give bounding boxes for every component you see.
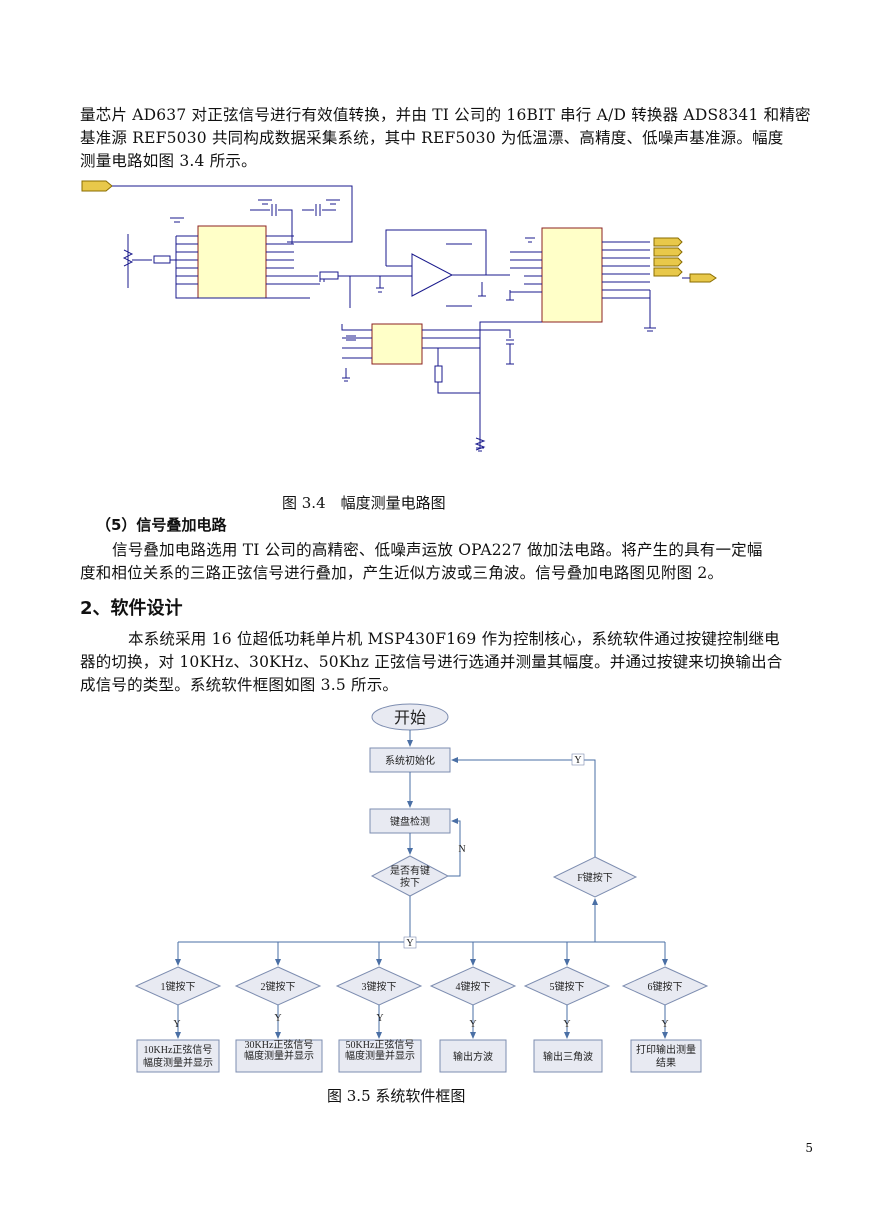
- f-key-decision: [552, 856, 638, 898]
- text-line: 基准源 REF5030 共同构成数据采集系统，其中 REF5030 为低温漂、高…: [80, 129, 784, 147]
- out5-box: [533, 1039, 603, 1073]
- out4-box: [439, 1039, 507, 1073]
- out6-label: 结果: [656, 1056, 676, 1069]
- out1-label: 幅度测量并显示: [143, 1056, 213, 1069]
- yes-label: Y: [469, 1019, 476, 1030]
- out3-box: [338, 1039, 422, 1073]
- yes-label: Y: [406, 938, 413, 949]
- start-label: 开始: [394, 709, 426, 727]
- yes-label: Y: [376, 1013, 383, 1024]
- out4-label: 输出方波: [453, 1050, 493, 1063]
- out6-label: 打印输出测量: [636, 1043, 696, 1056]
- out5-label: 输出三角波: [543, 1050, 593, 1063]
- f-key-label: F键按下: [577, 871, 613, 884]
- figure-caption-3-4: 图 3.4 幅度测量电路图: [282, 494, 446, 512]
- scan-box: [369, 808, 451, 834]
- text-line: 度和相位关系的三路正弦信号进行叠加，产生近似方波或三角波。信号叠加电路图见附图 …: [80, 564, 724, 582]
- no-label: N: [458, 844, 465, 855]
- key6-label: 6键按下: [648, 980, 683, 993]
- key1-label: 1键按下: [161, 980, 196, 993]
- out2-label: 幅度测量并显示: [244, 1049, 314, 1062]
- text-line: 量芯片 AD637 对正弦信号进行有效值转换，并由 TI 公司的 16BIT 串…: [80, 106, 811, 124]
- out3-label: 幅度测量并显示: [345, 1049, 415, 1062]
- intro-paragraph: 量芯片 AD637 对正弦信号进行有效值转换，并由 TI 公司的 16BIT 串…: [80, 104, 815, 173]
- text-line: 成信号的类型。系统软件框图如图 3.5 所示。: [80, 676, 399, 694]
- out6-box: [630, 1039, 702, 1073]
- key2-label: 2键按下: [261, 980, 296, 993]
- subsection-heading: （5）信号叠加电路: [96, 516, 227, 534]
- scan-label: 键盘检测: [390, 815, 430, 828]
- yes-label: Y: [274, 1013, 281, 1024]
- decision-label: 是否有键: [390, 864, 430, 877]
- init-label: 系统初始化: [385, 754, 435, 767]
- yes-label: Y: [574, 755, 581, 766]
- out1-label: 10KHz正弦信号: [144, 1043, 213, 1056]
- key4-label: 4键按下: [456, 980, 491, 993]
- software-paragraph: 本系统采用 16 位超低功耗单片机 MSP430F169 作为控制核心，系统软件…: [80, 628, 815, 697]
- out2-box: [235, 1039, 323, 1073]
- yes-label: Y: [173, 1019, 180, 1030]
- text-line: 本系统采用 16 位超低功耗单片机 MSP430F169 作为控制核心，系统软件…: [128, 630, 780, 648]
- yes-label: Y: [661, 1019, 668, 1030]
- out1-box: [136, 1039, 220, 1073]
- text-line: 器的切换，对 10KHz、30KHz、50Khz 正弦信号进行选通并测量其幅度。…: [80, 653, 783, 671]
- init-box: [369, 747, 451, 773]
- out2-label: 30KHz正弦信号: [245, 1038, 314, 1051]
- yes-label: Y: [563, 1019, 570, 1030]
- text-line: 测量电路如图 3.4 所示。: [80, 152, 257, 170]
- key5-label: 5键按下: [550, 980, 585, 993]
- section-heading: 2、软件设计: [80, 598, 183, 619]
- page-number: 5: [805, 1141, 813, 1155]
- amplitude-measurement-circuit: [81, 180, 717, 452]
- key3-label: 3键按下: [362, 980, 397, 993]
- text-line: 信号叠加电路选用 TI 公司的高精密、低噪声运放 OPA227 做加法电路。将产…: [112, 541, 763, 559]
- out3-label: 50KHz正弦信号: [346, 1038, 415, 1051]
- decision-label: 按下: [400, 876, 420, 889]
- figure-caption-3-5: 图 3.5 系统软件框图: [327, 1087, 466, 1105]
- superposition-paragraph: 信号叠加电路选用 TI 公司的高精密、低噪声运放 OPA227 做加法电路。将产…: [80, 539, 815, 585]
